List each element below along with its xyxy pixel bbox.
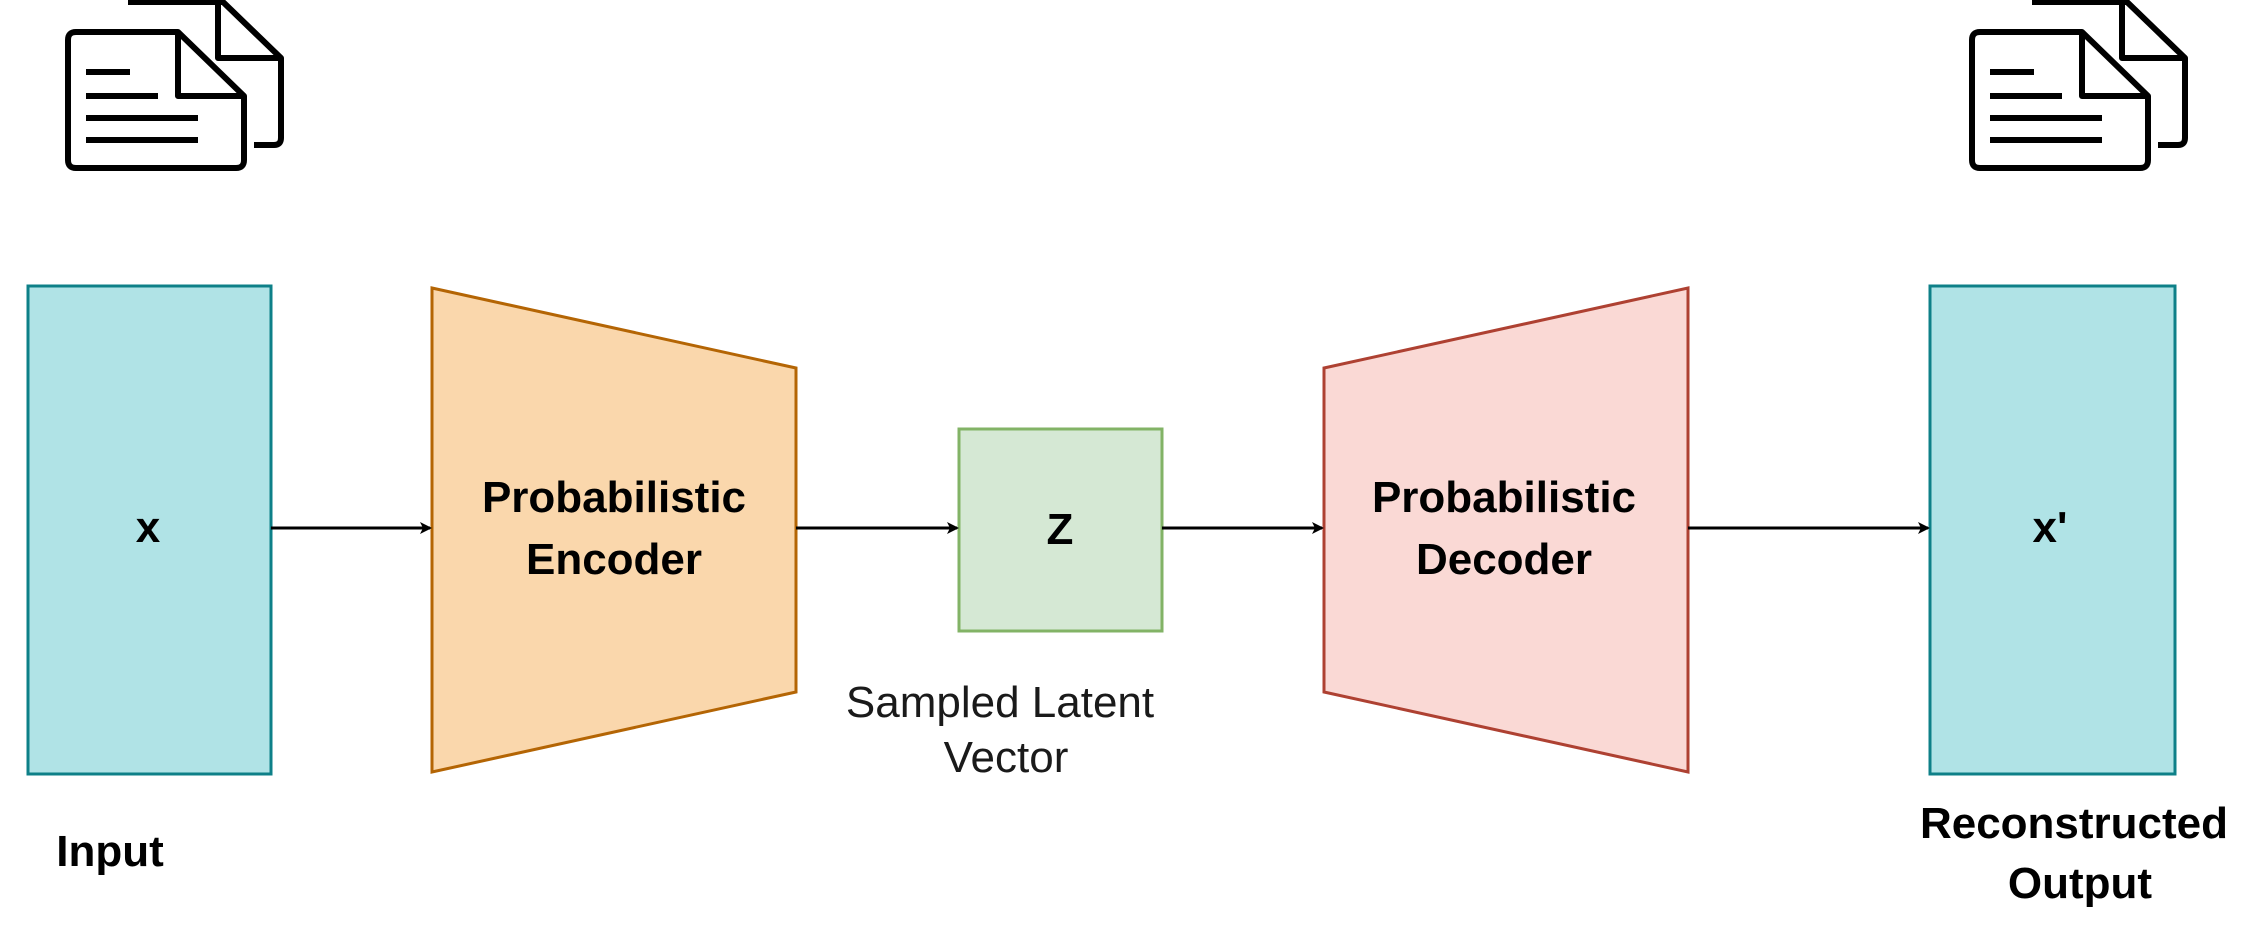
input-documents-icon xyxy=(65,0,284,171)
input-box-label: x xyxy=(136,503,161,552)
latent-box-label: Z xyxy=(1047,505,1074,554)
output-caption-line1: Reconstructed xyxy=(1920,799,2228,848)
output-documents-icon xyxy=(1969,0,2188,171)
encoder-label-line2: Encoder xyxy=(526,535,702,584)
latent-caption-line2: Vector xyxy=(944,733,1069,782)
encoder-shape xyxy=(430,286,798,774)
decoder-label-line2: Decoder xyxy=(1416,535,1592,584)
decoder-shape xyxy=(1322,286,1690,774)
output-caption-line2: Output xyxy=(2008,859,2153,908)
encoder-label-line1: Probabilistic xyxy=(482,473,746,522)
output-box-label: x' xyxy=(2033,503,2068,552)
input-caption: Input xyxy=(56,827,164,876)
decoder-label-line1: Probabilistic xyxy=(1372,473,1636,522)
latent-caption-line1: Sampled Latent xyxy=(846,678,1154,727)
input-box xyxy=(26,284,273,776)
latent-box xyxy=(957,427,1164,633)
output-box xyxy=(1928,284,2177,776)
